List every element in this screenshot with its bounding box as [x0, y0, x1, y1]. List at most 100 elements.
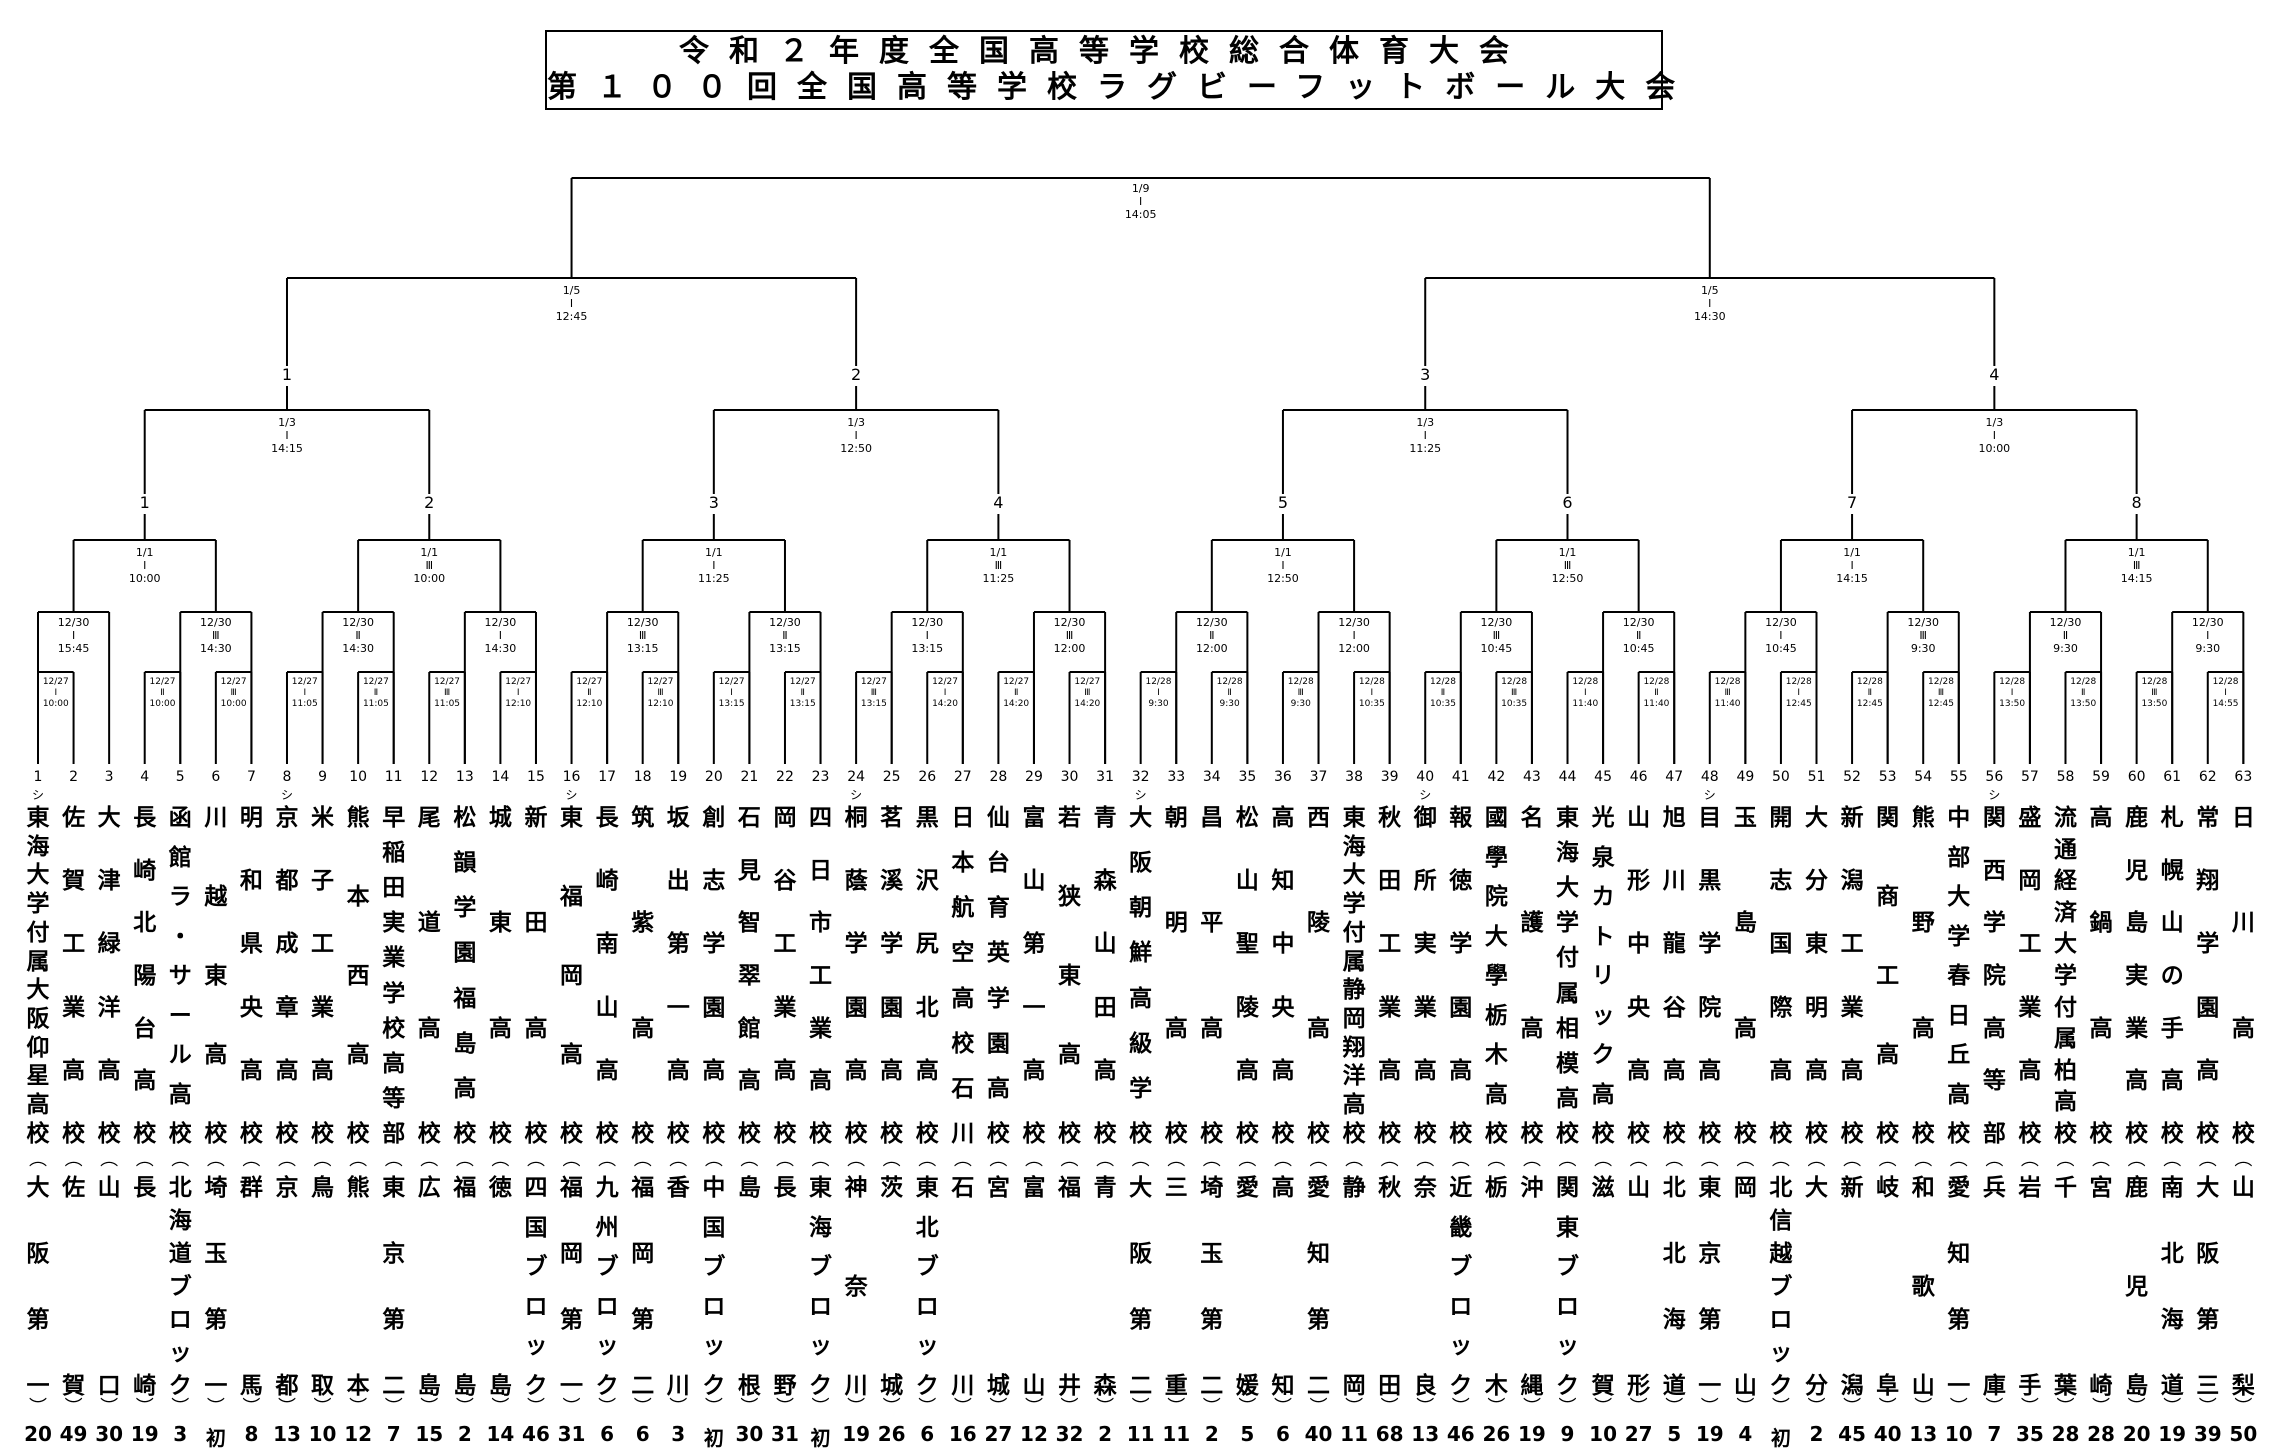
r1-match-18-info-date: 12/28 — [1288, 677, 1314, 687]
final-match-info-date: 1/9 — [1132, 182, 1150, 195]
team-region-char: 島 — [453, 1373, 477, 1399]
team-name-char: 一 — [1022, 994, 1046, 1021]
team-name-char: 學 — [1484, 963, 1508, 989]
team-name: 東海大学付属大阪仰星高校 — [22, 806, 54, 1146]
team-region-char: 九 — [595, 1175, 619, 1201]
team-region-char: 京 — [275, 1175, 299, 1201]
r3-match-3-info-time: 11:25 — [698, 572, 730, 585]
team-name-char: 志 — [1769, 868, 1793, 895]
team-region-char: 北 — [1662, 1241, 1686, 1267]
team-region-char: 島 — [2125, 1373, 2149, 1399]
team-region: 石川 — [947, 1176, 979, 1398]
r3-match-8-info-time: 14:15 — [2121, 572, 2153, 585]
r1-match-31-info-date: 12/28 — [2213, 677, 2239, 687]
team-name-char: 校 — [1129, 1120, 1153, 1147]
team-name-char: 校 — [1200, 1120, 1224, 1147]
slot-number: 22 — [776, 769, 794, 785]
team-name-char: 和 — [239, 868, 263, 895]
team-name-char: 西 — [346, 963, 370, 989]
team-name: 昌平高校 — [1196, 806, 1228, 1146]
team-region-char: 中 — [702, 1175, 726, 1201]
team-name: 秋田工業高校 — [1374, 806, 1406, 1146]
r1-match-1-info-time: 10:00 — [43, 699, 69, 709]
team-name-char: 星 — [26, 1063, 50, 1090]
slot-number: 44 — [1558, 769, 1577, 785]
region-paren-close: ︶ — [1771, 1397, 1790, 1418]
team-name-char: 大 — [1484, 923, 1508, 950]
team-region-char: ロ — [168, 1307, 192, 1333]
r2-match-7-info-date: 12/30 — [911, 616, 943, 629]
region-paren-close: ︶ — [1238, 1397, 1257, 1418]
region-paren-open: ︵ — [2020, 1149, 2039, 1170]
team-name: 桐蔭学園高校 — [840, 806, 872, 1146]
r1-match-16-info-ground: Ⅰ — [1157, 688, 1160, 698]
r1-match-19-info-time: 10:35 — [1359, 699, 1385, 709]
r2-match-13-info-ground: Ⅰ — [1779, 629, 1782, 642]
region-paren-close: ︶ — [1131, 1397, 1150, 1418]
team-region: 鳥取 — [307, 1176, 339, 1398]
team-name: 黒沢尻北高校 — [911, 806, 943, 1146]
team-name-char: 高 — [417, 1015, 441, 1042]
team-region-char: 第 — [1698, 1307, 1722, 1333]
team-name-char: 所 — [1413, 868, 1437, 895]
team-name-char: 校 — [2160, 1120, 2184, 1147]
team-name-char: 日 — [951, 805, 975, 831]
team-region-char: 一 — [1947, 1373, 1971, 1399]
team-name-char: 学 — [2053, 962, 2077, 989]
team-name-char: 知 — [1271, 868, 1295, 895]
seed-mark: シ — [1988, 788, 2001, 802]
team-region: 東海ブロック — [805, 1176, 837, 1398]
slot-number: 39 — [1380, 769, 1399, 785]
team-name: 玉島高校 — [1729, 806, 1761, 1146]
team-name-char: 高 — [1235, 1057, 1259, 1084]
team-name-char: 関 — [1982, 805, 2006, 831]
team-name-char: 柏 — [2053, 1057, 2077, 1084]
team-name-char: 大 — [2053, 931, 2077, 958]
team-name-char: 報 — [1449, 805, 1473, 831]
r3-match-7-info-time: 14:15 — [1836, 572, 1868, 585]
slot-number: 49 — [1736, 769, 1755, 785]
r1-match-22-info-date: 12/28 — [1572, 677, 1598, 687]
team-name-char: 谷 — [1662, 994, 1686, 1021]
r1-match-8-info-time: 12:10 — [576, 699, 602, 709]
team-region-char: 広 — [417, 1175, 441, 1201]
appearance-count: 3 — [671, 1422, 686, 1446]
team-region-char: 海 — [809, 1214, 833, 1241]
appearance-count: 40 — [1873, 1422, 1902, 1446]
slot-number: 5 — [175, 769, 185, 785]
region-paren-open: ︵ — [1131, 1149, 1150, 1170]
team-name-char: 学 — [1449, 931, 1473, 958]
team-name-char: 高 — [915, 1057, 939, 1084]
r1-match-16-info-date: 12/28 — [1145, 677, 1171, 687]
team-name-char: 大 — [1556, 875, 1579, 902]
team-name-char: 茗 — [880, 805, 904, 831]
team-region-char: ク — [1449, 1372, 1473, 1399]
team-name-char: 春 — [1947, 963, 1971, 989]
slot-number: 32 — [1131, 769, 1150, 785]
team-region-char: 大 — [26, 1175, 50, 1201]
team-name-char: 緑 — [97, 931, 121, 958]
team-name-char: 道 — [417, 910, 441, 937]
team-name-char: 長 — [133, 805, 157, 831]
appearance-count: 50 — [2229, 1422, 2258, 1446]
team-name: 御所実業高校 — [1409, 806, 1441, 1146]
appearance-count: 14 — [486, 1422, 515, 1446]
team-name-char: 高 — [2231, 1015, 2255, 1042]
team-name-char: 鮮 — [1129, 940, 1153, 967]
slot-number: 40 — [1416, 769, 1435, 785]
qf-winner-label-2: 2 — [851, 365, 861, 384]
team-name-char: 高 — [1271, 805, 1295, 831]
team-name-char: 洋 — [97, 994, 121, 1021]
team-region-char: 茨 — [880, 1175, 904, 1201]
team-name: 朝明高校 — [1160, 806, 1192, 1146]
r1-match-12-info-time: 13:15 — [861, 699, 887, 709]
r2-match-1-info-date: 12/30 — [58, 616, 90, 629]
team-region-char: 島 — [417, 1373, 441, 1399]
team-name-char: 第 — [1022, 931, 1046, 958]
slot-number: 58 — [2056, 769, 2075, 785]
region-paren-close: ︶ — [1167, 1397, 1186, 1418]
region-paren-open: ︵ — [1594, 1149, 1613, 1170]
r1-match-20-info-ground: Ⅱ — [1441, 688, 1445, 698]
sf-match-1-info-time: 12:45 — [556, 310, 588, 323]
team-region-char: ッ — [1556, 1333, 1579, 1360]
